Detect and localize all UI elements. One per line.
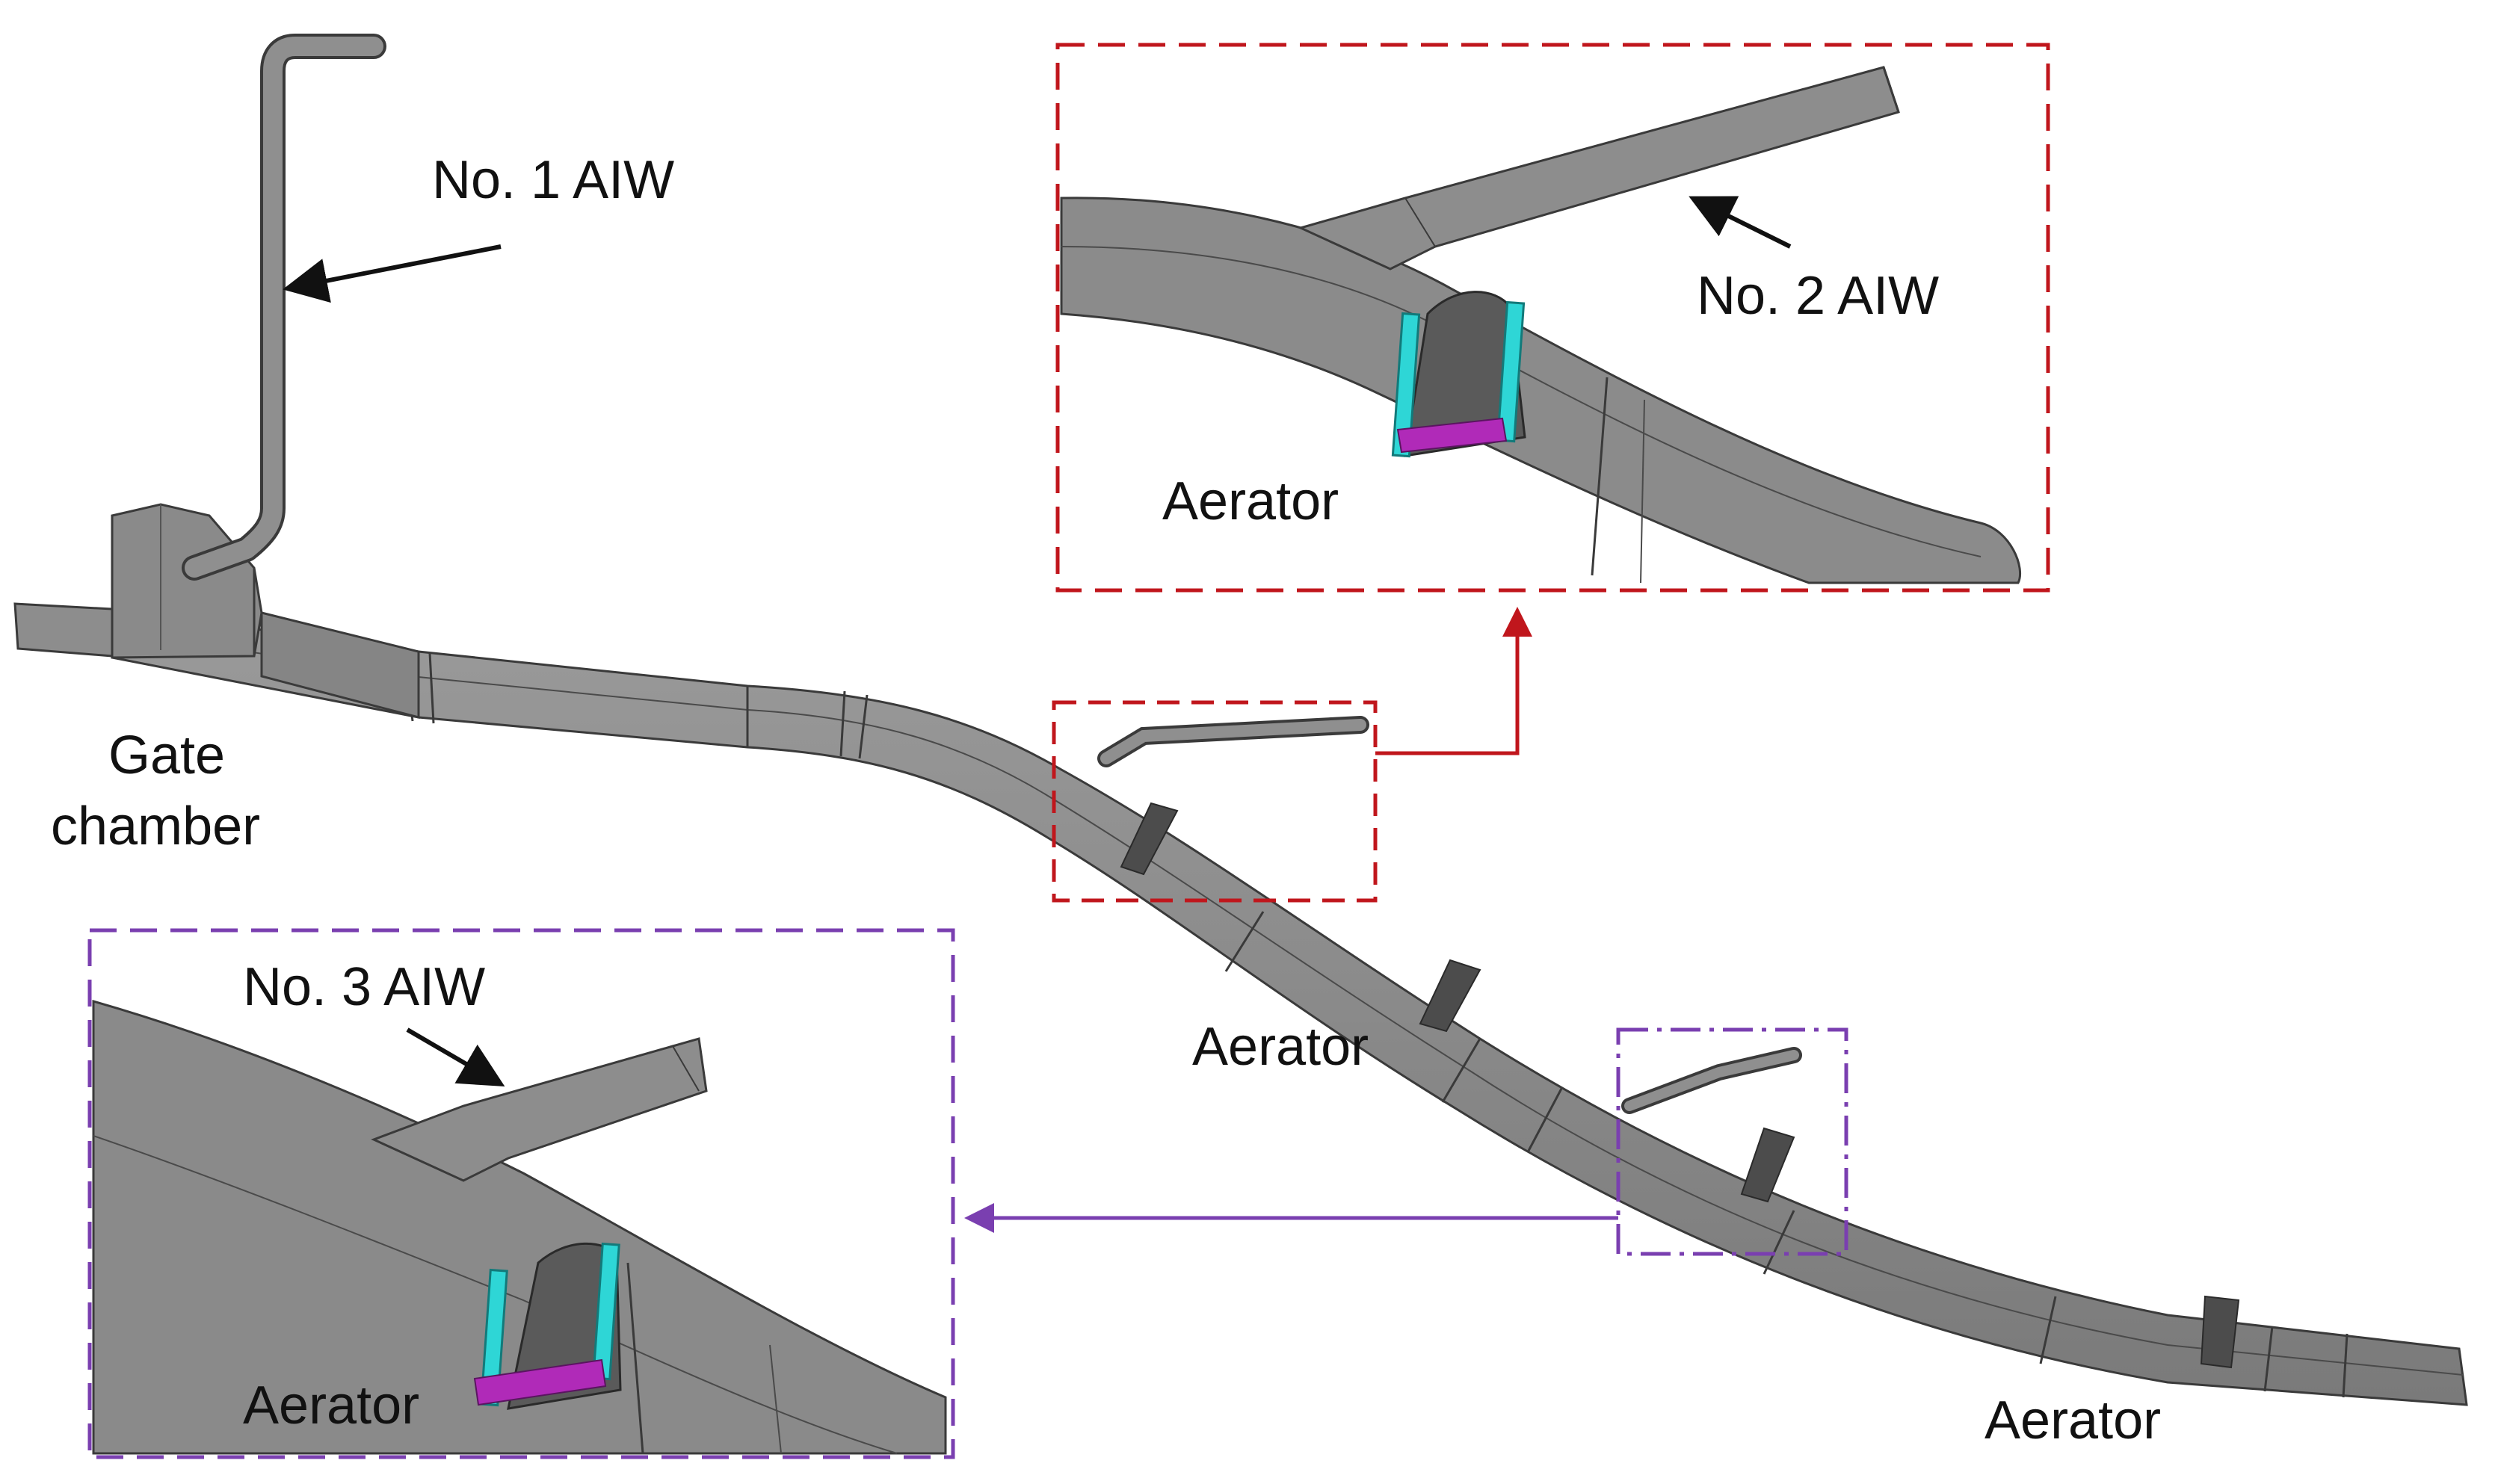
tunnel-inlet [13, 602, 114, 658]
red-inset [1055, 43, 2050, 593]
red-connector-arrow [1375, 607, 1532, 755]
aiw1-arrow [283, 244, 502, 303]
aiw3-pipe [1621, 1047, 1802, 1114]
label-aiw3: No. 3 AIW [243, 957, 485, 1017]
aiw2-pipe [1097, 716, 1369, 767]
label-aerator-purple-inset: Aerator [243, 1376, 419, 1435]
gate-chamber [111, 503, 420, 719]
label-aiw1: No. 1 AIW [432, 150, 674, 210]
label-gate-line2: chamber [51, 797, 260, 856]
aiw3-arrow [406, 1027, 505, 1087]
label-aerator-red-inset: Aerator [1162, 472, 1339, 531]
aiw1-pipe [182, 34, 386, 581]
label-gate-line1: Gate [108, 726, 225, 785]
purple-callout-box-small [1616, 1027, 1848, 1256]
label-aiw2: No. 2 AIW [1697, 266, 1939, 326]
red-callout-box-small [1052, 700, 1378, 903]
label-aerator-end: Aerator [1985, 1391, 2161, 1450]
aiw2-arrow [1689, 196, 1792, 249]
purple-inset [87, 928, 955, 1459]
label-aerator-mid: Aerator [1192, 1017, 1369, 1077]
